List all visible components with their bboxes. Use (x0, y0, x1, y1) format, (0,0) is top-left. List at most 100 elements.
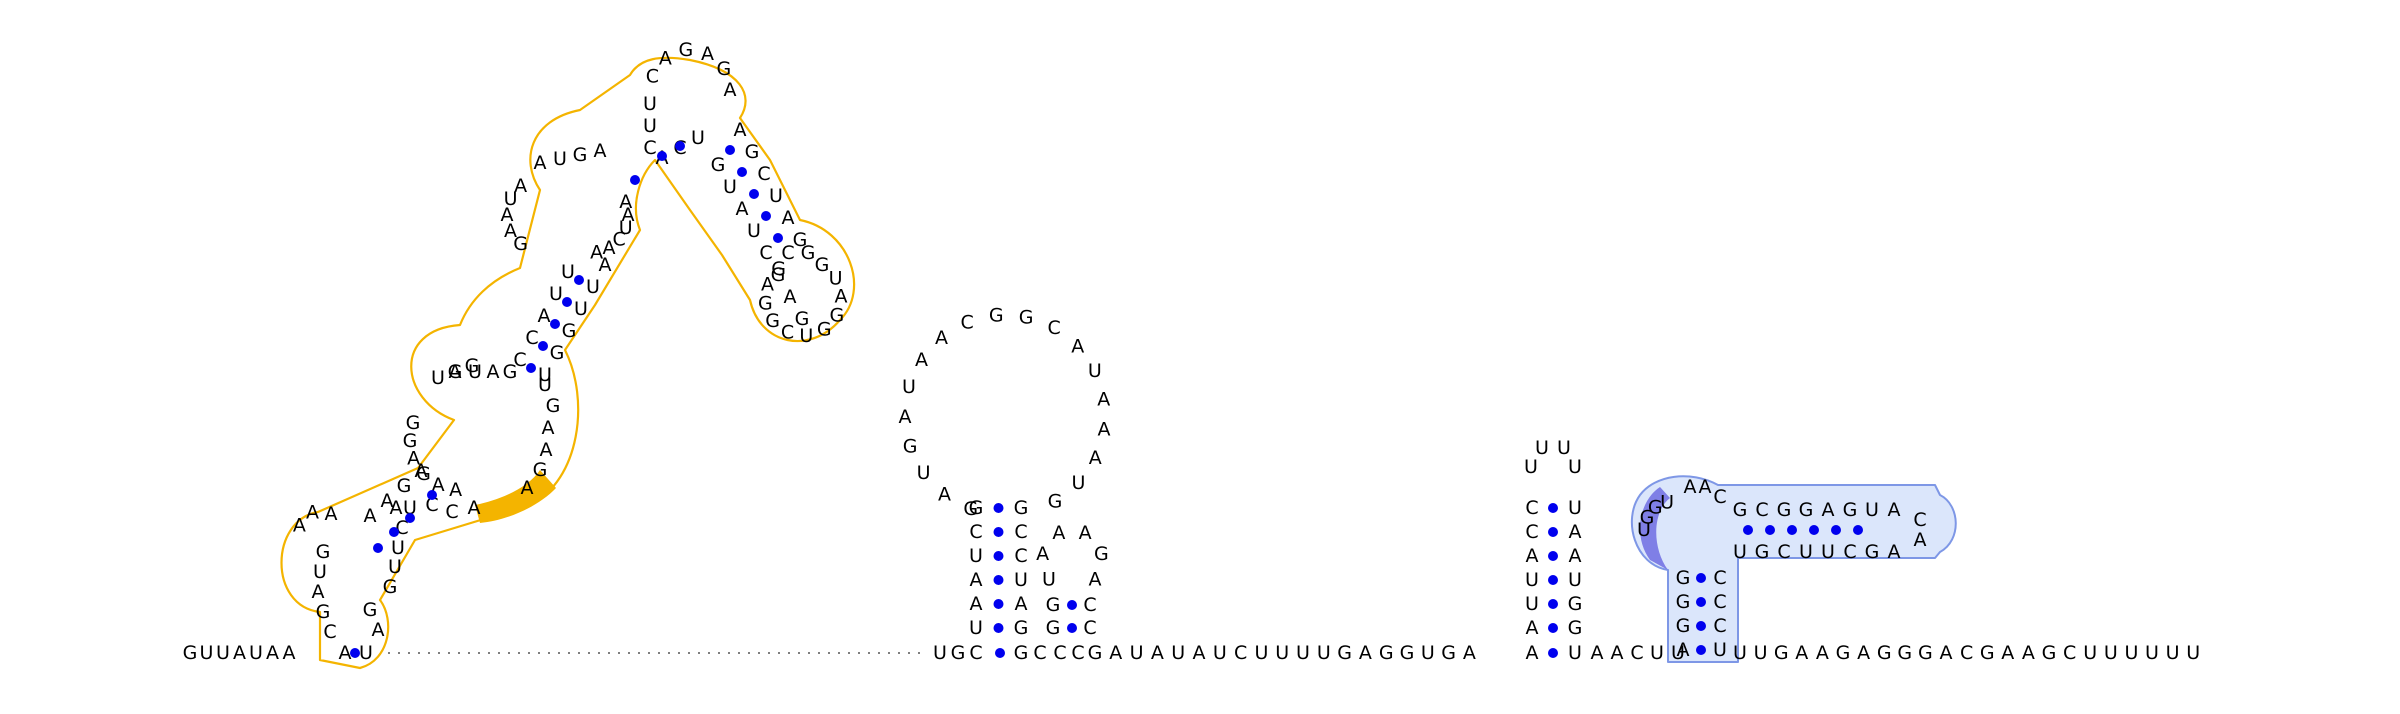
nucleotide-U: U (313, 561, 327, 583)
nucleotide-U: U (1733, 541, 1747, 563)
nucleotide-U: U (769, 185, 783, 207)
loop-nucleotide: A (935, 327, 948, 349)
nucleotide-A: A (603, 237, 616, 259)
base-pair-dot (1696, 621, 1706, 631)
nucleotide-A: A (1088, 568, 1101, 590)
nucleotide-G: G (745, 141, 760, 163)
nucleotide-A: A (1699, 476, 1712, 498)
nucleotide-U: U (933, 642, 947, 664)
nucleotide-C: C (757, 163, 770, 185)
nucleotide-U: U (359, 642, 373, 664)
nucleotide-U: U (1865, 499, 1879, 521)
nucleotide-A: A (293, 514, 306, 536)
nucleotide-U: U (391, 537, 405, 559)
tail-3p-nucleotide: U (2166, 642, 2180, 664)
nucleotide-G: G (1676, 567, 1691, 589)
nucleotide-A: A (521, 477, 534, 499)
nucleotide-C: C (969, 642, 982, 664)
nucleotide-A: A (1569, 545, 1582, 567)
nucleotide-C: C (1014, 521, 1027, 543)
stem-nucleotide: U (538, 364, 552, 386)
nucleotide-U: U (829, 267, 843, 289)
nucleotide-A: A (339, 642, 352, 664)
tail-5p-nucleotide: A (233, 642, 246, 664)
base-pair-dot (773, 233, 783, 243)
base-pair-dot (761, 211, 771, 221)
loop-nucleotide: A (899, 406, 912, 428)
nucleotide-U: U (388, 556, 402, 578)
nucleotide-A: A (1591, 642, 1604, 664)
nucleotide-G: G (316, 541, 331, 563)
base-pair-dot (1067, 600, 1077, 610)
nucleotide-A: A (761, 273, 774, 295)
nucleotide-C: C (781, 242, 794, 264)
nucleotide-A: A (1526, 642, 1539, 664)
base-pair-dot (1548, 527, 1558, 537)
loop-nucleotide: U (917, 462, 931, 484)
nucleotide-A: A (1036, 543, 1049, 565)
base-pair-dot (657, 151, 667, 161)
nucleotide-U: U (1821, 541, 1835, 563)
nucleotide-U: U (431, 367, 445, 389)
nucleotide-A: A (619, 191, 632, 213)
stem-nucleotide: G (397, 475, 412, 497)
stem-nucleotide: G (550, 342, 565, 364)
nucleotide-A: A (970, 593, 983, 615)
base-pair-dot (1548, 551, 1558, 561)
nucleotide-C: C (1630, 642, 1643, 664)
nucleotide-A: A (372, 619, 385, 641)
nucleotide-C: C (781, 322, 794, 344)
nucleotide-C: C (612, 228, 625, 250)
base-pair-dot (995, 648, 1005, 658)
nucleotide-A: A (782, 207, 795, 229)
base-pair-dot (675, 141, 685, 151)
nucleotide-U: U (1568, 642, 1582, 664)
tail-5p-nucleotide: A (266, 642, 279, 664)
nucleotide-C: C (1777, 541, 1790, 563)
base-pair-dot (1853, 525, 1863, 535)
stem-nucleotide: U (574, 298, 588, 320)
stem-nucleotide: A (538, 305, 551, 327)
nucleotide-A: A (1888, 541, 1901, 563)
nucleotide-A: A (325, 503, 338, 525)
base-pair-dot (562, 297, 572, 307)
nucleotide-U: U (1525, 569, 1539, 591)
base-pair-dot (1831, 525, 1841, 535)
nucleotide-G: G (448, 361, 463, 383)
base-pair-dot (1067, 623, 1077, 633)
nucleotide-G: G (711, 154, 726, 176)
nucleotide-U: U (1014, 569, 1028, 591)
nucleotide-C: C (425, 494, 438, 516)
nucleotide-C: C (1525, 497, 1538, 519)
nucleotide-G: G (815, 254, 830, 276)
nucleotide-G: G (795, 308, 810, 330)
nucleotide-U: U (504, 188, 518, 210)
nucleotide-A: A (724, 79, 737, 101)
nucleotide-G: G (771, 258, 786, 280)
nucleotide-G: G (1014, 497, 1029, 519)
nucleotide-U: U (691, 127, 705, 149)
stem-nucleotide: A (415, 460, 428, 482)
nucleotide-U: U (747, 220, 761, 242)
tail-3p-nucleotide: G (1774, 642, 1789, 664)
nucleotide-U: U (1535, 437, 1549, 459)
nucleotide-C: C (1071, 642, 1084, 664)
nucleotide-U: U (643, 115, 657, 137)
base-pair-dot (405, 513, 415, 523)
nucleotide-C: C (1033, 642, 1046, 664)
nucleotide-G: G (771, 264, 786, 286)
base-pair-dot (1548, 503, 1558, 513)
loop-nucleotide: G (989, 304, 1004, 326)
nucleotide-C: C (1713, 615, 1726, 637)
base-pair-dot (1787, 525, 1797, 535)
nucleotide-A: A (784, 286, 797, 308)
base-pair-dot (1548, 599, 1558, 609)
base-pair-dot (1765, 525, 1775, 535)
nucleotide-A: A (1677, 639, 1690, 661)
tail-3p-nucleotide: U (2083, 642, 2097, 664)
nucleotide-C: C (1083, 594, 1096, 616)
nucleotide-U: U (1568, 497, 1582, 519)
stem-nucleotide: A (381, 490, 394, 512)
nucleotide-G: G (1733, 499, 1748, 521)
